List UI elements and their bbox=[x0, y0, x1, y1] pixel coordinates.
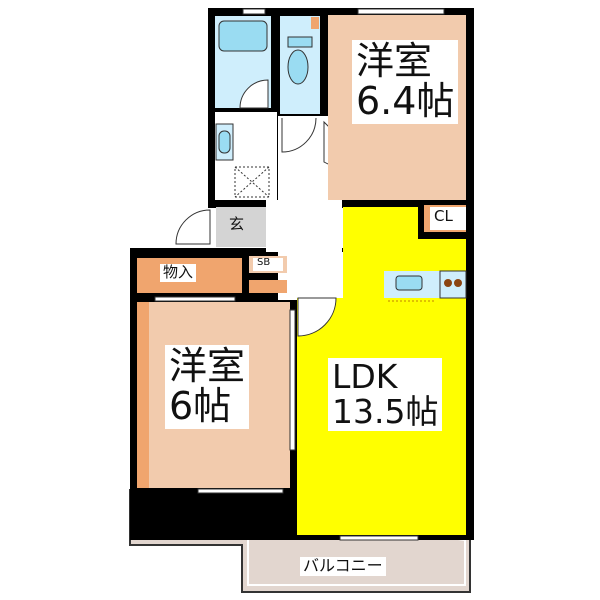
room-label-western-1: 洋室 6.4帖 bbox=[352, 39, 459, 124]
washing-machine-cross bbox=[234, 166, 270, 198]
room-name: 洋室 bbox=[169, 344, 246, 388]
hall-to-ldk bbox=[297, 252, 343, 298]
sliding-door bbox=[289, 309, 296, 451]
entrance bbox=[216, 207, 266, 247]
bathtub-icon bbox=[218, 20, 268, 52]
bath-door-icon bbox=[239, 79, 269, 109]
closet-label: CL bbox=[434, 207, 453, 225]
window bbox=[154, 296, 236, 302]
window bbox=[339, 535, 419, 541]
room-name: LDK bbox=[332, 357, 398, 396]
toilet-tank-icon bbox=[287, 36, 313, 48]
toilet-door-icon bbox=[281, 117, 317, 153]
room-name: 洋室 bbox=[356, 39, 433, 83]
shoe-box-label-bg bbox=[253, 258, 283, 271]
room-size: 13.5帖 bbox=[332, 391, 439, 431]
storage-label: 物入 bbox=[160, 264, 197, 282]
ldk-door-icon bbox=[297, 297, 337, 337]
room-size: 6.4帖 bbox=[356, 78, 455, 123]
meter-box bbox=[311, 17, 319, 29]
room-label-western-2: 洋室 6帖 bbox=[165, 344, 250, 429]
window bbox=[242, 8, 266, 15]
entrance-door-icon bbox=[175, 209, 211, 245]
window bbox=[197, 488, 284, 494]
room-size: 6帖 bbox=[169, 383, 232, 428]
corridor bbox=[266, 200, 296, 252]
storage-2 bbox=[249, 280, 287, 293]
sink-basin-icon bbox=[218, 130, 231, 154]
washing-machine-space bbox=[234, 166, 270, 198]
stove-area bbox=[439, 270, 467, 299]
closet-inner bbox=[430, 207, 466, 230]
toilet-icon bbox=[287, 49, 309, 85]
shoe-box-label: SB bbox=[257, 257, 271, 268]
stove-burner-icon bbox=[444, 279, 452, 287]
entrance-label: 玄 bbox=[229, 215, 245, 233]
room2-closet-strip bbox=[137, 302, 149, 488]
stove-burner-icon bbox=[454, 279, 462, 287]
balcony-label: バルコニー bbox=[300, 557, 386, 576]
window bbox=[357, 8, 445, 15]
room-label-ldk: LDK 13.5帖 bbox=[328, 357, 443, 432]
kitchen-sink-icon bbox=[395, 275, 423, 291]
